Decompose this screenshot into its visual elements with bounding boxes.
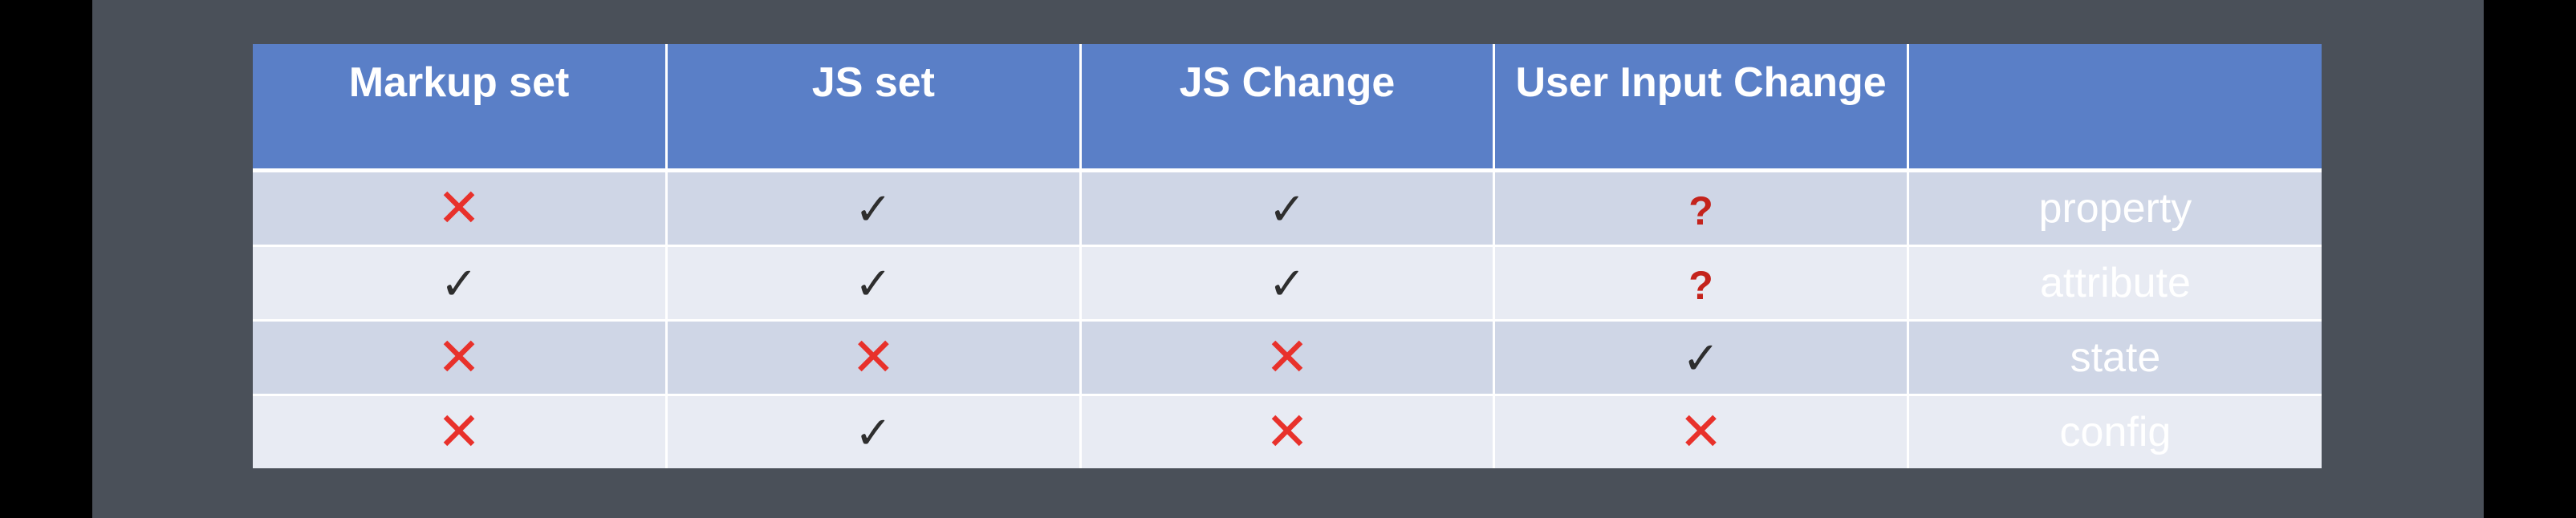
cell-user-input-change: ✓: [1493, 319, 1909, 395]
table-row-property: ✕ ✓ ✓ ? property: [253, 169, 2322, 246]
check-icon: ✓: [854, 257, 892, 309]
check-icon: ✓: [1682, 332, 1721, 383]
cell-js-change: ✕: [1079, 394, 1496, 468]
table-row-state: ✕ ✕ ✕ ✓ state: [253, 319, 2322, 395]
cross-icon: ✕: [437, 177, 481, 237]
row-label: state: [1906, 319, 2322, 395]
check-icon: ✓: [1268, 183, 1306, 234]
check-icon: ✓: [440, 257, 478, 309]
cell-markup-set: ✕: [253, 169, 668, 246]
cross-icon: ✕: [1265, 401, 1310, 461]
cross-icon: ✕: [1678, 401, 1724, 461]
cell-js-set: ✓: [665, 245, 1082, 321]
table-header-row: Markup set JS set JS Change User Input C…: [253, 44, 2322, 172]
comparison-table-container: Markup set JS set JS Change User Input C…: [253, 44, 2322, 468]
row-label: property: [1906, 169, 2322, 246]
cell-js-change: ✓: [1079, 169, 1496, 246]
cell-user-input-change: ?: [1493, 169, 1909, 246]
header-user-input-change: User Input Change: [1493, 44, 1909, 172]
cell-user-input-change: ?: [1493, 245, 1909, 321]
check-icon: ✓: [854, 407, 892, 458]
cell-markup-set: ✕: [253, 319, 668, 395]
cell-js-set: ✓: [665, 169, 1082, 246]
header-markup-set: Markup set: [253, 44, 668, 172]
table-row-attribute: ✓ ✓ ✓ ? attribute: [253, 245, 2322, 321]
header-js-change: JS Change: [1079, 44, 1496, 172]
cell-js-change: ✕: [1079, 319, 1496, 395]
row-label: attribute: [1906, 245, 2322, 321]
header-js-set: JS set: [665, 44, 1082, 172]
row-label: config: [1906, 394, 2322, 468]
question-icon: ?: [1688, 188, 1713, 233]
header-label-column: [1906, 44, 2322, 172]
cross-icon: ✕: [437, 326, 481, 386]
cell-markup-set: ✓: [253, 245, 668, 321]
cross-icon: ✕: [1265, 326, 1310, 386]
cross-icon: ✕: [437, 401, 481, 461]
slide: Markup set JS set JS Change User Input C…: [92, 0, 2484, 518]
cell-user-input-change: ✕: [1493, 394, 1909, 468]
table-row-config: ✕ ✓ ✕ ✕ config: [253, 394, 2322, 468]
cross-icon: ✕: [851, 326, 896, 386]
cell-markup-set: ✕: [253, 394, 668, 468]
cell-js-set: ✓: [665, 394, 1082, 468]
comparison-table: Markup set JS set JS Change User Input C…: [253, 44, 2322, 468]
cell-js-set: ✕: [665, 319, 1082, 395]
question-icon: ?: [1688, 262, 1713, 308]
check-icon: ✓: [1268, 257, 1306, 309]
check-icon: ✓: [854, 183, 892, 234]
cell-js-change: ✓: [1079, 245, 1496, 321]
